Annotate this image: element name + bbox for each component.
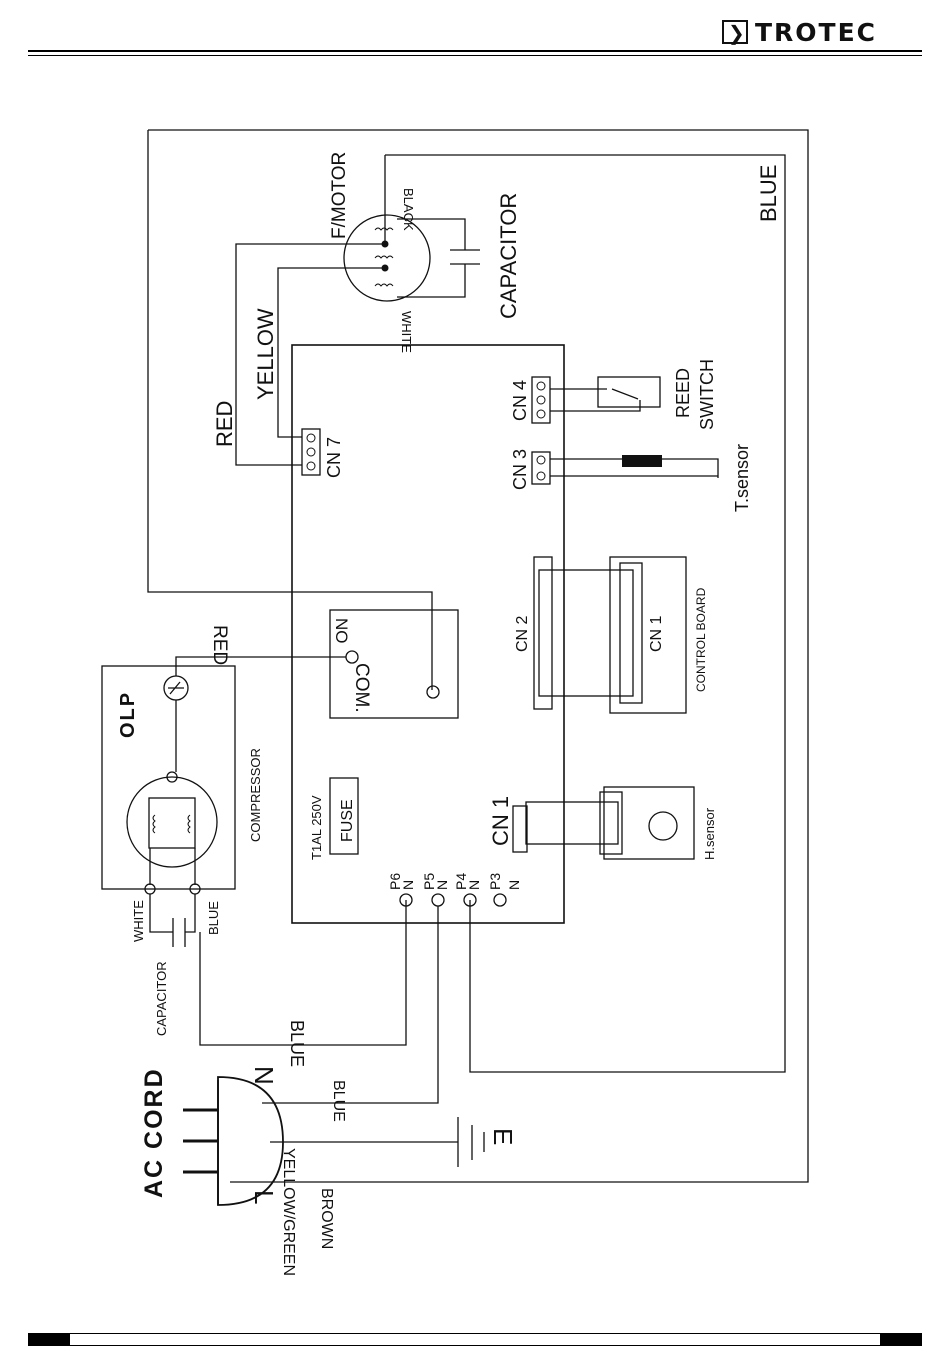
blue-wire — [385, 155, 785, 1072]
relay-com-label: COM. — [351, 663, 372, 713]
relay-no-label: NO — [332, 618, 351, 644]
cn7-connector — [302, 429, 320, 475]
tsensor-element — [622, 455, 662, 467]
reed-label: REED — [673, 368, 693, 418]
cn4-label: CN 4 — [510, 380, 530, 421]
com-wire — [148, 130, 432, 690]
p6-n-label: N — [400, 880, 416, 890]
red-relay-label: RED — [209, 625, 230, 665]
ac-plug-icon — [218, 1077, 283, 1205]
plug-l-label: L — [249, 1190, 279, 1204]
blue-plug-wire — [262, 906, 438, 1103]
compressor-label: COMPRESSOR — [248, 748, 263, 842]
cn4-connector — [532, 377, 550, 423]
footer-block-right — [880, 1333, 922, 1346]
p3-terminal — [494, 894, 506, 906]
cn2-connector — [539, 570, 633, 696]
p3-label: P3 — [487, 873, 503, 890]
ac-cord-label: AC CORD — [140, 1067, 168, 1198]
cn3-label: CN 3 — [510, 449, 530, 490]
fuse-rating-label: T1AL 250V — [309, 795, 324, 860]
earth-wire — [270, 1117, 484, 1167]
blue-bottom-label: BLUE — [287, 1020, 307, 1067]
black-label: BLACK — [401, 188, 416, 231]
f-motor-label: F/MOTOR — [329, 152, 350, 239]
red-top-label: RED — [212, 401, 237, 447]
cn3-connector — [532, 452, 550, 484]
cn2-connector-shell — [534, 557, 552, 709]
brown-label: BROWN — [318, 1188, 335, 1249]
blue-right-label: BLUE — [756, 165, 781, 222]
fuse-label: FUSE — [339, 799, 356, 842]
cn2-label: CN 2 — [514, 615, 531, 652]
compressor-icon — [127, 777, 217, 867]
relay-no-terminal — [346, 651, 358, 663]
hsensor-label: H.sensor — [702, 807, 717, 860]
yellow-green-label: YELLOW/GREEN — [280, 1148, 297, 1276]
p3-n-label: N — [506, 880, 522, 890]
blue-plug-label: BLUE — [330, 1080, 347, 1122]
blue-comp-label: BLUE — [206, 901, 221, 935]
cn7-label: CN 7 — [324, 437, 344, 478]
relay-com-terminal — [427, 686, 439, 698]
switch-label: SWITCH — [697, 359, 717, 430]
cn1-connector-shell — [513, 806, 527, 852]
footer-bar — [28, 1333, 922, 1346]
yellow-wire — [278, 268, 385, 437]
cn1-label: CN 1 — [488, 796, 513, 846]
plug-n-label: N — [249, 1066, 279, 1085]
cn1-board-label: CN 1 — [648, 615, 665, 652]
white-fan-label: WHITE — [399, 311, 414, 353]
plug-e-label: E — [488, 1128, 518, 1145]
compressor-capacitor-icon — [150, 894, 195, 947]
footer-block-left — [28, 1333, 70, 1346]
p5-n-label: N — [434, 880, 450, 890]
reed-switch-icon — [598, 377, 660, 407]
p4-n-label: N — [466, 880, 482, 890]
tsensor-label: T.sensor — [732, 444, 752, 512]
fan-capacitor-icon — [397, 219, 480, 297]
white-comp-label: WHITE — [131, 900, 146, 942]
yellow-label: YELLOW — [253, 308, 278, 400]
olp-label: OLP — [117, 691, 139, 738]
compressor-capacitor-label: CAPACITOR — [154, 961, 169, 1036]
control-board-label: CONTROL BOARD — [694, 587, 708, 692]
p5-terminal — [432, 894, 444, 906]
outer-wire — [148, 130, 808, 1182]
fan-capacitor-label: CAPACITOR — [496, 193, 521, 319]
